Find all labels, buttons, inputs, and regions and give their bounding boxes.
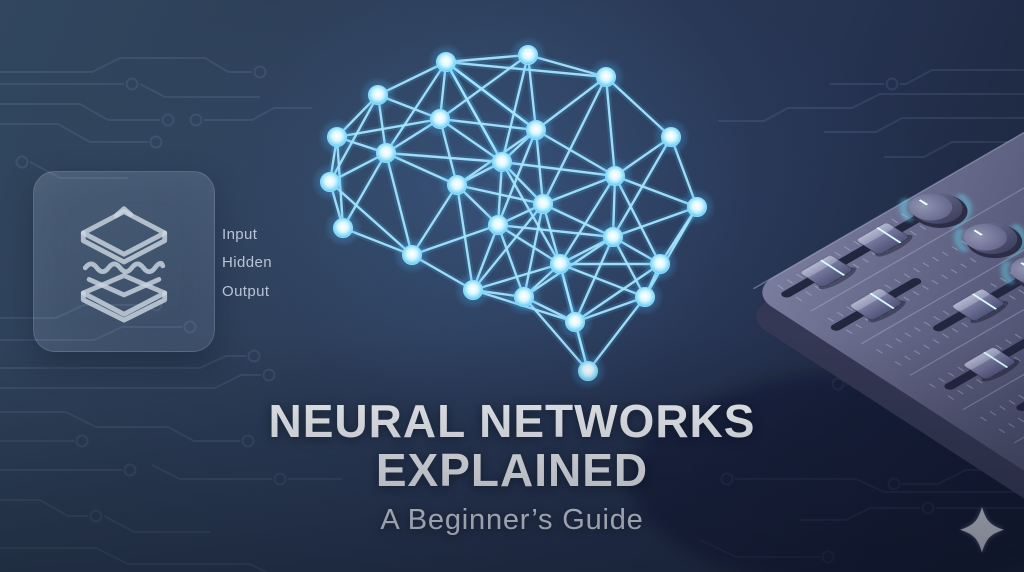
subtitle: A Beginner’s Guide <box>0 504 1024 537</box>
title-line-2: EXPLAINED <box>0 446 1024 495</box>
title-line-1: NEURAL NETWORKS <box>0 397 1024 446</box>
label-input: Input <box>222 221 272 249</box>
brain-network-graphic <box>311 36 716 390</box>
label-hidden: Hidden <box>222 249 272 277</box>
label-output: Output <box>222 278 272 306</box>
sparkle-icon <box>960 507 1004 553</box>
layer-labels: Input Hidden Output <box>222 221 272 306</box>
audio-mixer-graphic <box>630 0 1024 572</box>
layers-card <box>33 171 215 352</box>
sandwich-layers-icon <box>80 205 168 323</box>
title-block: NEURAL NETWORKS EXPLAINED A Beginner’s G… <box>0 397 1024 537</box>
